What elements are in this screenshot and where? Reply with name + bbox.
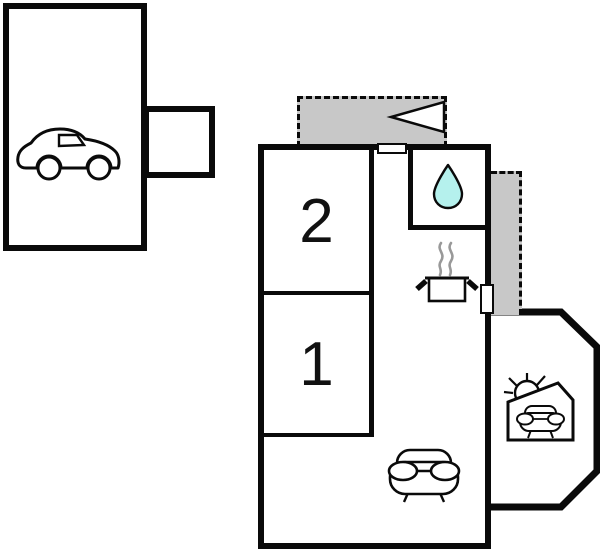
wall-room1-bottom — [264, 433, 374, 437]
terrace-door — [480, 284, 494, 314]
room-label-2: 2 — [299, 187, 334, 256]
wall-bathroom-left — [408, 150, 413, 230]
steam-icon — [438, 241, 454, 277]
terrace-side — [491, 171, 522, 315]
sofa-icon — [387, 448, 461, 503]
wall-bathroom-bottom — [408, 225, 485, 230]
entrance-door — [377, 143, 407, 154]
cooking-pot-icon — [415, 241, 479, 303]
sunroom-icon — [503, 373, 575, 442]
wall-room2-bottom — [264, 291, 374, 295]
car-icon — [16, 127, 121, 181]
room-label-1: 1 — [299, 330, 334, 399]
sunroom-sofa-icon — [516, 405, 565, 439]
entrance-arrow-icon — [386, 100, 446, 134]
garage-annex — [143, 106, 215, 178]
garage — [3, 3, 147, 251]
water-drop-icon — [432, 163, 464, 210]
